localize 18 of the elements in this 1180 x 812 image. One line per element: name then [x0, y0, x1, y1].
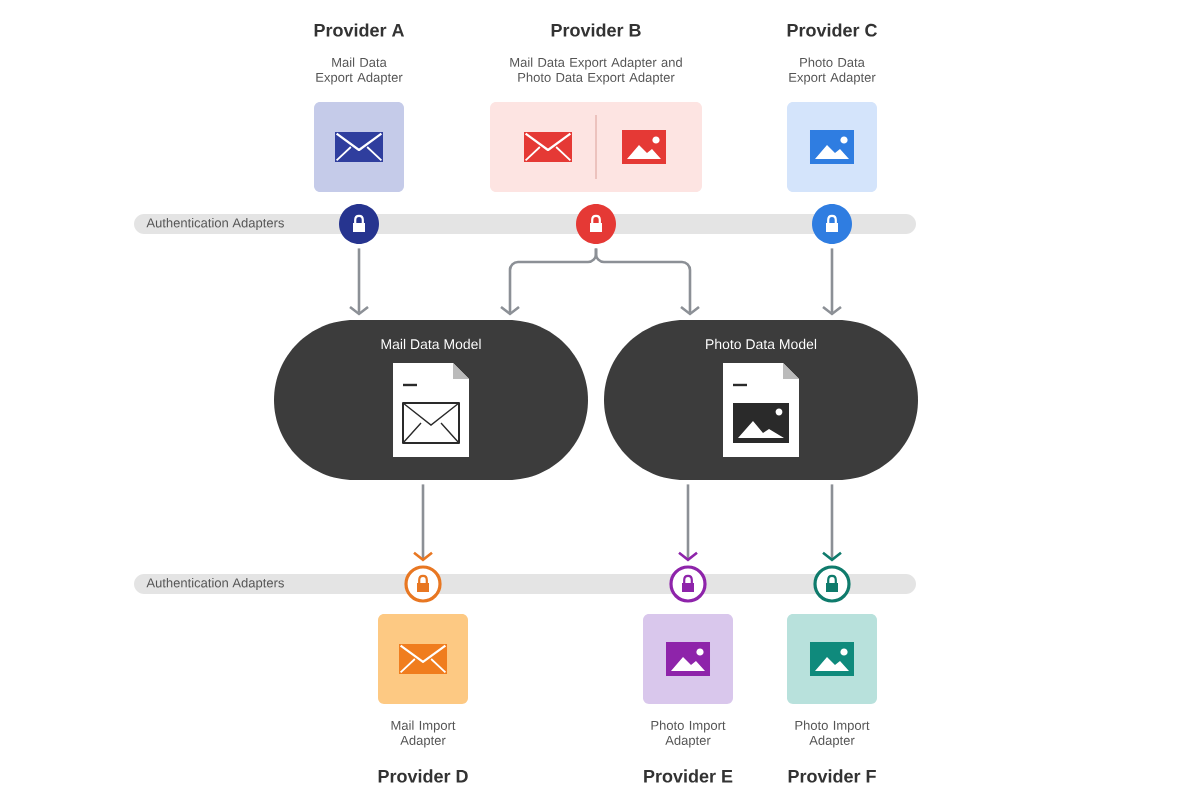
- arrow: [594, 248, 700, 316]
- lock-icon: [669, 565, 707, 603]
- provider-heading: Provider E: [644, 769, 733, 783]
- arrow: [413, 484, 433, 562]
- provider-heading: Provider D: [378, 769, 468, 783]
- provider-heading: Provider A: [314, 23, 404, 37]
- arrow: [349, 248, 369, 316]
- lock-icon: [576, 204, 616, 244]
- provider-heading: Provider B: [551, 23, 641, 37]
- lock-icon: [339, 204, 379, 244]
- arrow: [822, 248, 842, 316]
- arrow: [678, 484, 698, 562]
- lock-icon: [813, 565, 851, 603]
- lock-icon: [812, 204, 852, 244]
- provider-heading: Provider F: [788, 769, 876, 783]
- lock-icon: [404, 565, 442, 603]
- arrow: [822, 484, 842, 562]
- provider-heading: Provider C: [787, 23, 877, 37]
